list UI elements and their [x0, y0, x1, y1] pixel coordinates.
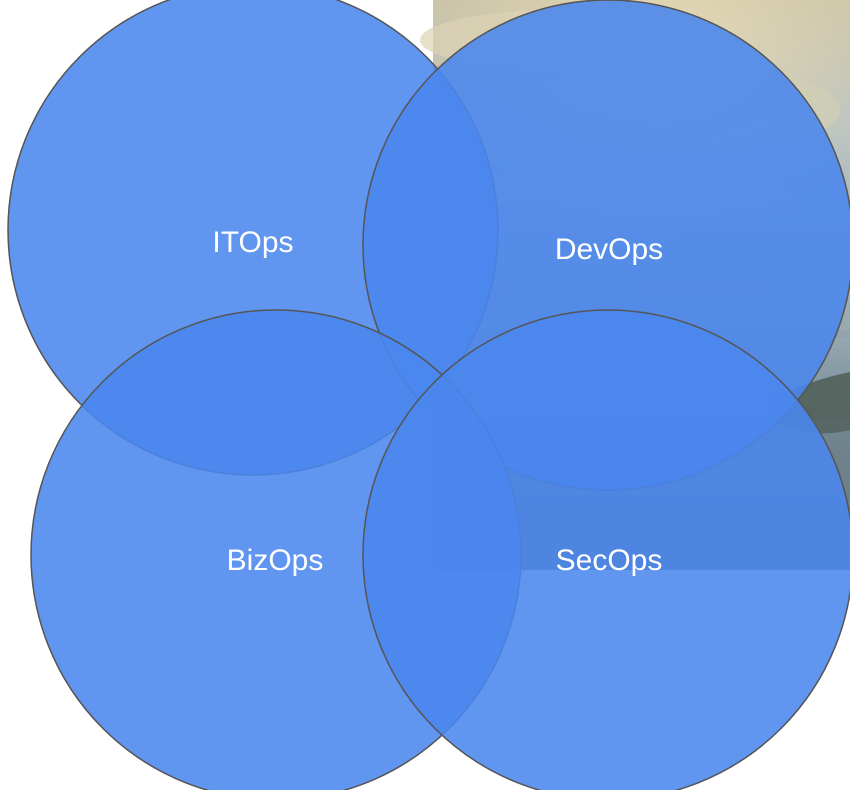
secops-circle	[362, 309, 850, 790]
venn-labels: ITOps DevOps BizOps SecOps	[212, 226, 663, 577]
itops-label: ITOps	[212, 226, 293, 259]
secops-label: SecOps	[556, 544, 663, 577]
devops-label: DevOps	[555, 233, 663, 266]
bizops-label: BizOps	[227, 544, 324, 577]
venn-circles	[7, 0, 850, 790]
